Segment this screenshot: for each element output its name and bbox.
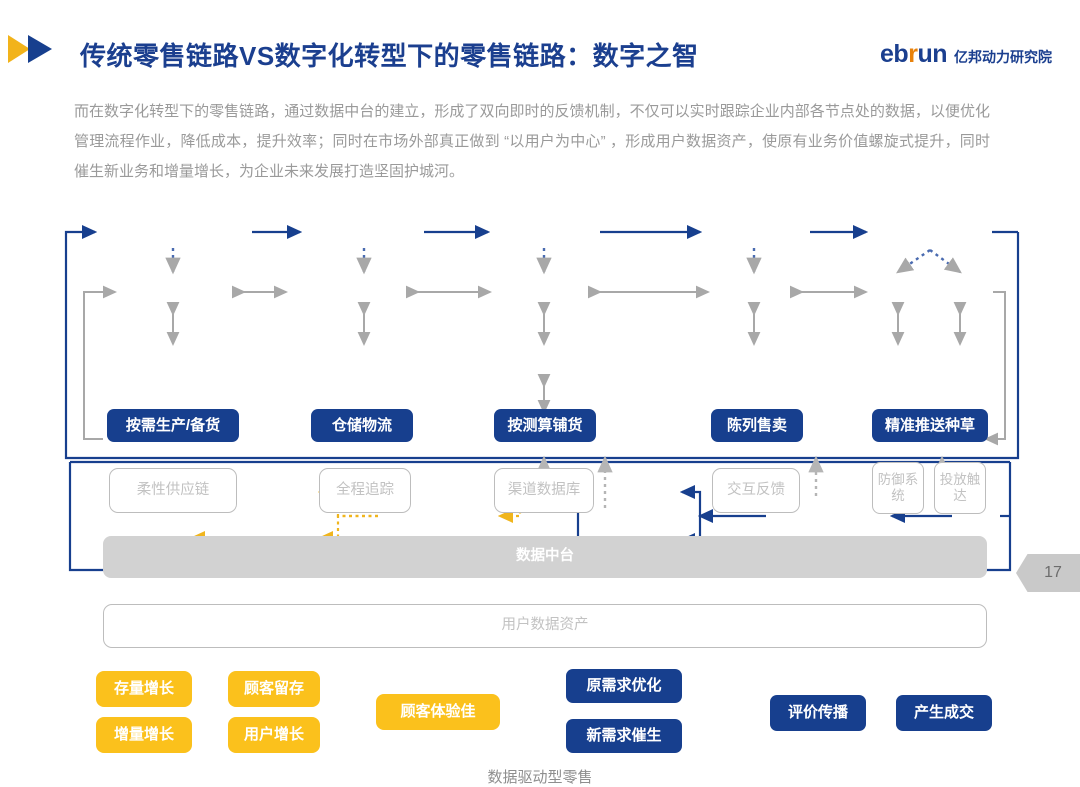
data-middle-platform-bar[interactable]: 数据中台 xyxy=(103,536,987,578)
node-review-dissemination[interactable]: 评价传播 xyxy=(770,695,866,731)
node-display-sales[interactable]: 陈列售卖 xyxy=(711,409,803,442)
node-channel-database[interactable]: 渠道数据库 xyxy=(494,468,594,513)
node-interactive-feedback[interactable]: 交互反馈 xyxy=(712,468,800,513)
double-arrow-logo xyxy=(8,35,52,63)
brand-cn-name: 亿邦动力研究院 xyxy=(954,49,1052,65)
brand-en-r: r xyxy=(908,40,918,68)
node-warehouse-logistics[interactable]: 仓储物流 xyxy=(311,409,413,442)
brand-en-part1: eb xyxy=(880,40,909,68)
user-data-asset-bar[interactable]: 用户数据资产 xyxy=(103,604,987,648)
node-user-growth[interactable]: 用户增长 xyxy=(228,717,320,753)
brand-en-part2: un xyxy=(917,40,947,68)
node-delivery-reach[interactable]: 投放触达 xyxy=(934,462,986,514)
node-full-tracking[interactable]: 全程追踪 xyxy=(319,468,411,513)
node-precise-push[interactable]: 精准推送种草 xyxy=(872,409,988,442)
node-great-customer-experience[interactable]: 顾客体验佳 xyxy=(376,694,500,730)
node-customer-retention[interactable]: 顾客留存 xyxy=(228,671,320,707)
node-original-demand-optimization[interactable]: 原需求优化 xyxy=(566,669,682,703)
page-title: 传统零售链路VS数字化转型下的零售链路：数字之智 xyxy=(80,41,699,71)
node-stock-growth[interactable]: 存量增长 xyxy=(96,671,192,707)
node-incremental-growth[interactable]: 增量增长 xyxy=(96,717,192,753)
node-defense-system[interactable]: 防御系统 xyxy=(872,462,924,514)
ebrun-logo: ebrun 亿邦动力研究院 xyxy=(880,42,1052,67)
node-flexible-supply-chain[interactable]: 柔性供应链 xyxy=(109,468,237,513)
node-new-demand-creation[interactable]: 新需求催生 xyxy=(566,719,682,753)
page-number-badge: 17 xyxy=(1016,554,1080,592)
node-transaction-generated[interactable]: 产生成交 xyxy=(896,695,992,731)
body-paragraph: 而在数字化转型下的零售链路，通过数据中台的建立，形成了双向即时的反馈机制，不仅可… xyxy=(74,103,990,180)
page-header: 传统零售链路VS数字化转型下的零售链路：数字之智 ebrun 亿邦动力研究院 xyxy=(0,0,1080,88)
brand-wordmark: ebrun xyxy=(880,42,947,67)
node-on-demand-production[interactable]: 按需生产/备货 xyxy=(107,409,239,442)
retail-chain-diagram: 按需生产/备货 仓储物流 按测算铺货 陈列售卖 精准推送种草 柔性供应链 全程追… xyxy=(0,196,1080,786)
diagram-caption: 数据驱动型零售 xyxy=(487,769,593,786)
node-calculated-distribution[interactable]: 按测算铺货 xyxy=(494,409,596,442)
